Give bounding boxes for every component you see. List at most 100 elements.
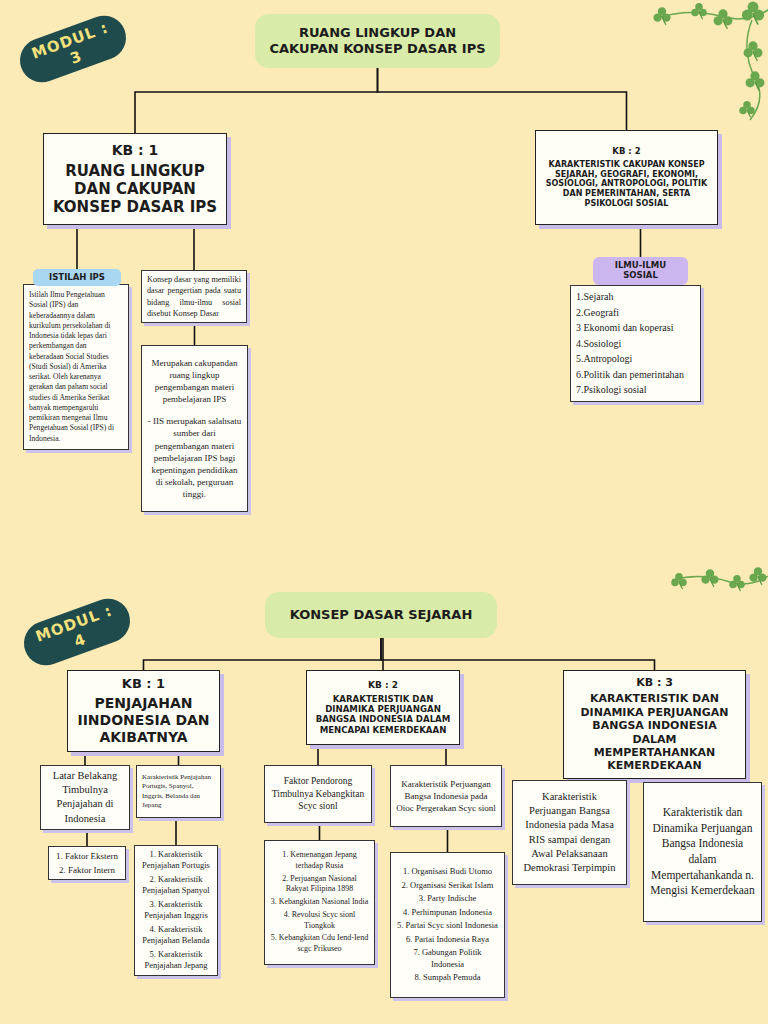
connector-line — [317, 745, 319, 765]
node-text: Karakteristik Penjajahan Portugis, Spany… — [142, 773, 215, 811]
text-box: Konsep dasar yang memiliki dasar pengert… — [141, 270, 247, 323]
list-box: 1.Sejarah 2.Geografi3 Ekonomi dan koperas… — [570, 285, 701, 402]
clover — [744, 41, 763, 61]
list-box: 1. Organisasi Budi Utomo 2. Organisasi Se… — [390, 852, 505, 998]
node-text: Karakteristik dan Dinamika Perjuangan Ba… — [649, 805, 756, 898]
clover — [742, 2, 764, 25]
node-text: 6.Politik dan pemerintahan — [576, 368, 695, 382]
text-box: Karakteristik Penjajahan Portugis, Spany… — [136, 765, 221, 818]
node-text: 4. Karakteristik Penjajahan Belanda — [140, 924, 212, 947]
node-text: 2. Faktor Intern — [54, 864, 120, 876]
node-text: 1. Organisasi Budi Utomo — [396, 866, 499, 877]
node-text: KB : 2 — [315, 680, 451, 691]
tab-label: ISTILAH IPS — [33, 269, 121, 286]
connector-line — [135, 68, 378, 133]
node-text: - IIS merupakan salahsatu sumber dari pe… — [147, 415, 242, 500]
node-text: 3. Karakteristik Penjajahan Inggris — [140, 899, 212, 922]
node-text: Merupakan cakupandan ruang lingkup penge… — [147, 357, 242, 406]
node-text: MODUL : 4 — [27, 599, 128, 665]
node-text: KB : 1 — [52, 142, 218, 159]
connector-line — [382, 638, 384, 670]
tab-label: ILMU-ILMU SOSIAL — [593, 257, 688, 285]
connector-line — [178, 752, 180, 765]
node-text: KARAKTERISTIK CAKUPAN KONSEP SEJARAH, GE… — [544, 160, 709, 209]
node-text: RUANG LINGKUP DAN CAKUPAN KONSEP DASAR I… — [265, 25, 490, 58]
node-text: 1.Sejarah — [576, 290, 695, 304]
node-text: MODUL : 3 — [23, 16, 124, 82]
connector-line — [194, 323, 196, 345]
node-text: 7. Gabungan Politik Indonesia — [396, 947, 499, 970]
chapter-box: KB : 3 KARAKTERISTIK DAN DINAMIKA PERJUAN… — [563, 670, 746, 779]
connector-line — [445, 745, 447, 765]
text-box: Latar Belakang Timbulnya Penjajahan di I… — [40, 765, 130, 830]
node-text: 2.Geografi — [576, 306, 695, 320]
text-box: Istilah Ilmu Pengetahuan Sosial (IPS) da… — [23, 284, 129, 450]
node-text: Karakteristik Perjuangan Bangsa Indonesi… — [396, 778, 496, 814]
node-text: Istilah Ilmu Pengetahuan Sosial (IPS) da… — [29, 290, 123, 444]
node-text: 4. Revolusi Scyc sionl Tiongkok — [270, 910, 369, 932]
node-text: 1. Kemenangan Jepang terhadap Rusia — [270, 850, 369, 872]
title-box: RUANG LINGKUP DAN CAKUPAN KONSEP DASAR I… — [255, 14, 500, 68]
node-text: KB : 3 — [572, 676, 737, 689]
node-text: 6. Partai Indonesia Raya — [396, 934, 499, 945]
connector-line — [193, 225, 195, 270]
node-text: 3 Ekonomi dan koperasi — [576, 321, 695, 335]
list-box: 1. Faktor Ekstern 2. Faktor Intern — [48, 846, 126, 880]
node-text: 8. Sumpah Pemuda — [396, 972, 499, 983]
clover — [671, 573, 686, 589]
text-box: Faktor Pendorong Timbulnya Kebangkitan S… — [264, 765, 372, 823]
node-text: 5. Partai Scyc sionl Indonesia — [396, 920, 499, 931]
clover — [739, 101, 754, 117]
node-text: 2. Organisasi Serikat Islam — [396, 880, 499, 891]
node-text: 4.Sosiologi — [576, 337, 695, 351]
clover — [746, 71, 765, 91]
text-box: Karakteristik Perjuangan Bangsa Indonesi… — [390, 765, 502, 827]
connector-line — [447, 827, 449, 852]
module-badge: MODUL : 4 — [18, 593, 136, 672]
chapter-box: KB : 1 RUANG LINGKUP DAN CAKUPAN KONSEP D… — [43, 133, 227, 225]
node-text: 5. Kebangkitan Cdu Iend-Iend scgc Prikus… — [270, 933, 369, 955]
connector-line — [144, 638, 382, 670]
clover — [714, 9, 733, 29]
clover — [701, 569, 718, 587]
text-box: Merupakan cakupandan ruang lingkup penge… — [141, 345, 248, 512]
clover — [691, 3, 706, 19]
clover — [653, 7, 670, 25]
connector-line — [319, 823, 321, 840]
node-text: PENJAJAHAN IINDONESIA DAN AKIBATNYA — [76, 695, 211, 746]
node-text: KONSEP DASAR SEJARAH — [275, 607, 487, 623]
node-text: Faktor Pendorong Timbulnya Kebangkitan S… — [270, 775, 366, 813]
node-text: KB : 1 — [76, 676, 211, 692]
node-text: Latar Belakang Timbulnya Penjajahan di I… — [46, 769, 124, 826]
node-text: 3. Party Indische — [396, 893, 499, 904]
node-text: Konsep dasar yang memiliki dasar pengert… — [147, 274, 241, 318]
connector-line — [381, 638, 655, 670]
connector-line — [640, 225, 642, 257]
chapter-box: KB : 2KARAKTERISTIK DAN DINAMIKA PERJUAN… — [306, 670, 460, 745]
node-text: ILMU-ILMU SOSIAL — [597, 261, 684, 281]
node-text: KB : 2 — [544, 146, 709, 156]
title-box: KONSEP DASAR SEJARAH — [265, 592, 497, 638]
connector-line — [378, 68, 627, 130]
connector-line — [76, 225, 78, 269]
node-text: KARAKTERISTIK DAN DINAMIKA PERJUANGAN BA… — [572, 692, 737, 772]
node-text: 2. Perjuangan Nasional Rakyat Filipina 1… — [270, 874, 369, 896]
text-box: Karakteristik Perjuangan Bangsa Indonesi… — [512, 780, 627, 885]
connector-line — [86, 830, 88, 846]
node-text: 5.Antropologi — [576, 352, 695, 366]
node-text: RUANG LINGKUP DAN CAKUPAN KONSEP DASAR I… — [52, 162, 218, 217]
chapter-box: KB : 2 KARAKTERISTIK CAKUPAN KONSEP SEJAR… — [535, 130, 718, 225]
node-text: ISTILAH IPS — [37, 273, 117, 283]
node-text: 3. Kebangkitan Nasional India — [270, 897, 369, 908]
node-text: Karakteristik Perjuangan Bangsa Indonesi… — [518, 790, 621, 875]
node-text: 1. Faktor Ekstern — [54, 850, 120, 862]
module-badge: MODUL : 3 — [14, 10, 132, 89]
node-text: 1. Karakteristik Penjajahan Portugis — [140, 849, 212, 872]
node-text: 2. Karakteristik Penjajahan Spanyol — [140, 874, 212, 897]
clover — [729, 575, 744, 591]
connector-line — [175, 818, 177, 845]
node-text: 5. Karakteristik Penjajahan Jepang — [140, 949, 212, 972]
list-box: 1. Karakteristik Penjajahan Portugis2. K… — [134, 845, 218, 976]
node-text: 4. Perhimpunan Indonesia — [396, 907, 499, 918]
